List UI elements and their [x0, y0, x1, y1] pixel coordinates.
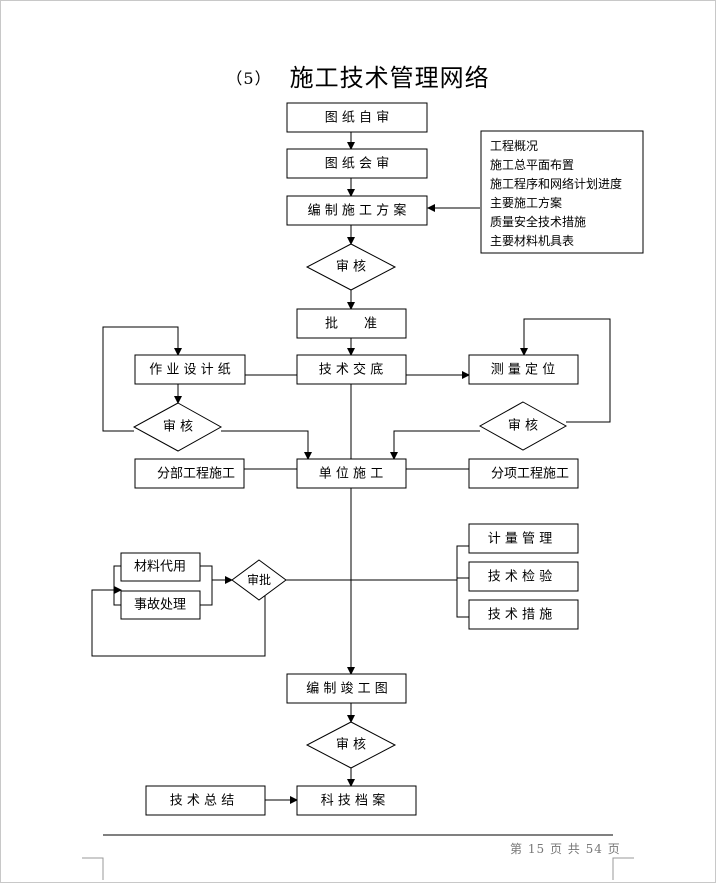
label-survey-position: 测 量 定 位: [491, 363, 555, 378]
plan-item: 施工程序和网络计划进度: [490, 176, 622, 191]
label-audit1: 审 核: [336, 260, 366, 275]
footer-mid: 页 共: [549, 842, 581, 856]
label-unit-construction: 单 位 施 工: [319, 467, 383, 482]
label-tech-briefing: 技 术 交 底: [319, 362, 383, 378]
plan-contents-list: 工程概况 施工总平面布置 施工程序和网络计划进度 主要施工方案 质量安全技术措施…: [490, 138, 622, 248]
plan-item: 工程概况: [490, 138, 538, 153]
label-metering: 计 量 管 理: [488, 532, 552, 547]
label-tech-summary: 技 术 总 结: [170, 794, 234, 809]
title-text: 施工技术管理网络: [289, 64, 490, 92]
label-approve: 批 准: [325, 317, 377, 332]
box-archive: [296, 785, 417, 816]
box-tech-summary: [145, 785, 266, 816]
diamond-audit1: [305, 243, 397, 291]
label-as-built: 编 制 竣 工 图: [306, 682, 388, 697]
footer-suffix: 页: [607, 842, 621, 856]
plan-item: 主要施工方案: [490, 195, 562, 210]
boxes: [120, 102, 644, 816]
diamond-audit-final: [305, 721, 397, 769]
box-joint-review: [286, 148, 428, 179]
label-accident: 事故处理: [134, 598, 186, 613]
footer-total-pages: 54: [585, 842, 603, 856]
box-survey-position: [468, 354, 579, 385]
label-audit-final: 审 核: [336, 738, 366, 753]
box-metering: [468, 523, 579, 554]
plan-item: 主要材料机具表: [490, 234, 574, 248]
box-tech-briefing: [296, 354, 407, 385]
page-title: （5） 施工技术管理网络: [0, 58, 716, 93]
box-as-built: [286, 673, 407, 704]
connectors: [91, 132, 611, 804]
footer-page-number: 15: [527, 842, 546, 856]
box-plan-contents: [480, 130, 644, 254]
label-review-drawings: 图 纸 自 审: [325, 111, 389, 126]
page-footer: 第 15 页 共 54 页: [510, 840, 621, 857]
label-inspection: 技 术 检 验: [488, 569, 552, 585]
box-material-sub: [120, 552, 201, 582]
label-prepare-plan: 编 制 施 工 方 案: [308, 203, 407, 219]
label-material-sub: 材料代用: [134, 560, 186, 575]
label-sub-item: 分项工程施工: [491, 467, 569, 482]
diamond-audit-right: [478, 401, 568, 451]
box-accident: [120, 590, 201, 620]
box-measures: [468, 599, 579, 630]
box-approve: [296, 308, 407, 339]
label-sub-division: 分部工程施工: [157, 467, 235, 482]
diamonds: [132, 243, 568, 769]
box-unit-construction: [296, 458, 407, 489]
box-review-drawings: [286, 102, 428, 133]
box-prepare-plan: [286, 195, 428, 226]
label-audit-right: 审 核: [508, 419, 538, 434]
plan-item: 质量安全技术措施: [490, 214, 586, 229]
label-archive: 科 技 档 案: [321, 794, 385, 809]
box-sub-item: [468, 458, 579, 489]
label-work-drawing: 作 业 设 计 纸: [149, 363, 231, 378]
box-sub-division: [134, 458, 245, 489]
diamond-audit-left: [132, 402, 223, 452]
diamond-approval: [231, 559, 287, 601]
label-audit-left: 审 核: [163, 420, 193, 435]
box-inspection: [468, 561, 579, 592]
label-measures: 技 术 措 施: [488, 608, 552, 623]
box-work-drawing: [134, 354, 246, 385]
footer-prefix: 第: [510, 842, 524, 856]
title-number: （5）: [226, 69, 272, 88]
plan-item: 施工总平面布置: [490, 158, 574, 172]
label-approval: 审批: [247, 572, 271, 587]
label-joint-review: 图 纸 会 审: [325, 157, 389, 172]
